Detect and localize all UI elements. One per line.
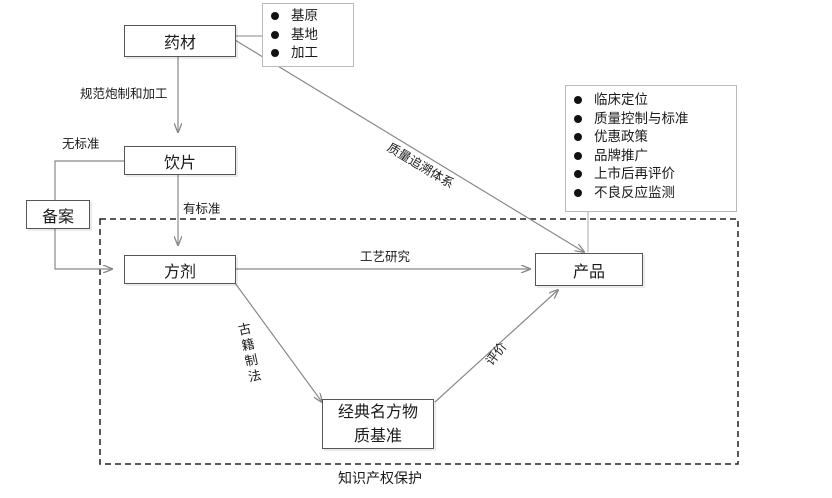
bullet-icon — [574, 170, 582, 179]
node-reference-line2: 质基准 — [353, 426, 402, 445]
node-record: 备案 — [26, 200, 90, 229]
node-herb: 药材 — [124, 25, 236, 57]
product-notes-list: 临床定位 质量控制与标准 优惠政策 品牌推广 上市后再评价 不良反应监测 — [566, 86, 736, 205]
product-note-item: 不良反应监测 — [574, 184, 732, 203]
herb-note-item: 基原 — [271, 7, 349, 26]
herb-notes-box: 基原 基地 加工 — [262, 3, 354, 67]
product-note-item: 临床定位 — [574, 91, 732, 110]
node-herb-label: 药材 — [163, 33, 196, 52]
bullet-icon — [574, 114, 582, 123]
edge-label-no-standard: 无标准 — [62, 136, 100, 151]
node-reference-line1: 经典名方物 — [337, 402, 418, 421]
arrow-record-to-formula — [54, 229, 112, 269]
node-record-label: 备案 — [41, 206, 74, 226]
product-note-item: 品牌推广 — [574, 147, 732, 166]
herb-notes-list: 基原 基地 加工 — [263, 4, 353, 66]
node-slices-label: 饮片 — [163, 152, 196, 172]
region-label-ip-protection: 知识产权保护 — [338, 471, 422, 487]
node-product-label: 产品 — [572, 261, 605, 281]
node-reference-standard: 经典名方物 质基准 — [322, 399, 434, 449]
product-note-item: 质量控制与标准 — [574, 110, 732, 129]
node-formula: 方剂 — [124, 255, 236, 284]
bullet-icon — [574, 188, 582, 197]
bullet-icon — [271, 30, 279, 39]
product-notes-box: 临床定位 质量控制与标准 优惠政策 品牌推广 上市后再评价 不良反应监测 — [565, 85, 737, 212]
herb-note-item: 加工 — [271, 44, 349, 63]
product-note-item: 优惠政策 — [574, 128, 732, 147]
edge-label-herb-to-slices: 规范炮制和加工 — [80, 86, 168, 101]
node-product: 产品 — [535, 253, 643, 286]
edge-label-has-standard: 有标准 — [183, 201, 221, 216]
bullet-icon — [574, 133, 582, 142]
bullet-icon — [271, 49, 279, 58]
line-slices-to-record — [54, 160, 124, 200]
arrow-reference-to-product — [434, 290, 558, 403]
herb-note-item: 基地 — [271, 26, 349, 45]
arrow-formula-to-reference — [234, 282, 322, 402]
ip-protection-region — [99, 218, 739, 465]
bullet-icon — [574, 151, 582, 160]
node-formula-label: 方剂 — [163, 261, 196, 281]
arrow-herb-to-product — [234, 39, 584, 252]
node-slices: 饮片 — [124, 146, 236, 175]
product-note-item: 上市后再评价 — [574, 165, 732, 184]
bullet-icon — [271, 12, 279, 21]
edge-label-process-research: 工艺研究 — [360, 249, 411, 264]
bullet-icon — [574, 96, 582, 105]
